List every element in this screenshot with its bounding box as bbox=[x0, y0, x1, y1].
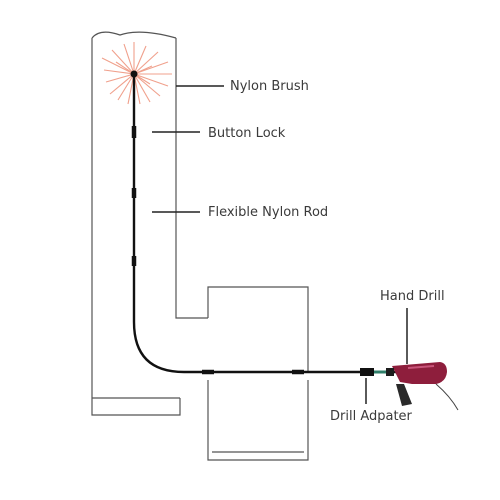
chimney-outline bbox=[91, 31, 309, 461]
label-hand-drill: Hand Drill bbox=[380, 289, 445, 304]
label-flexible-nylon-rod: Flexible Nylon Rod bbox=[208, 205, 328, 220]
nylon-brush-icon bbox=[101, 42, 172, 105]
button-locks bbox=[131, 126, 304, 375]
label-nylon-brush: Nylon Brush bbox=[230, 79, 309, 94]
hand-drill-icon bbox=[386, 362, 459, 411]
label-drill-adapter: Drill Adpater bbox=[330, 409, 413, 424]
label-button-lock: Button Lock bbox=[208, 126, 286, 141]
flexible-nylon-rod bbox=[132, 76, 398, 374]
brush-hub bbox=[130, 70, 138, 78]
drill-adapter bbox=[360, 368, 374, 376]
leader-lines bbox=[152, 85, 408, 404]
